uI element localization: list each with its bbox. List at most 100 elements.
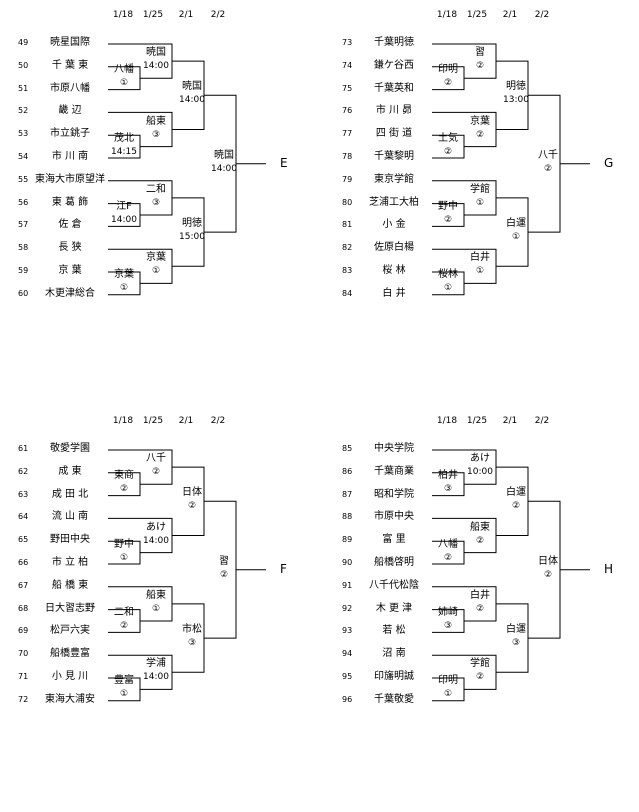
round-date: 2/1	[178, 416, 194, 426]
r3-winner: 白運	[506, 624, 526, 636]
r3-winner: 明徳	[506, 81, 526, 93]
seed-number: 83	[342, 266, 353, 275]
r2-winner: 船東	[470, 521, 490, 533]
bracket-lines	[432, 43, 590, 296]
team-name: 木更津総合	[45, 287, 95, 299]
r1-note: ①	[443, 283, 453, 294]
round-date: 2/2	[534, 10, 550, 20]
team-name: 千葉敬愛	[374, 693, 414, 705]
team-name: 八千代松陰	[369, 579, 419, 591]
r2-winner: 船東	[146, 115, 166, 127]
round-date: 1/18	[112, 416, 134, 426]
r1-winner: 東商	[114, 470, 134, 482]
r3-winner: 日体	[182, 487, 202, 499]
r1-winner: 野中	[114, 538, 134, 550]
team-name: 小 金	[382, 219, 406, 231]
r2-winner: 京葉	[470, 115, 490, 127]
r3-winner: 明徳	[182, 218, 202, 230]
r3-winner: 白運	[506, 487, 526, 499]
team-name: 野田中央	[50, 534, 90, 546]
r1-winner: 印明	[438, 675, 458, 687]
seed-number: 67	[18, 580, 29, 590]
r2-note: ②	[475, 672, 485, 683]
seed-number: 82	[342, 243, 353, 253]
r1-note: ②	[119, 484, 129, 495]
r2-note: ②	[475, 61, 485, 72]
round-date: 2/2	[210, 10, 226, 20]
seed-number: 93	[342, 626, 353, 636]
r1-note: ②	[119, 621, 129, 631]
seed-number: 64	[18, 512, 29, 522]
r3-note: ②	[511, 501, 521, 512]
seed-number: 90	[342, 558, 353, 567]
r2-note: ②	[475, 535, 485, 546]
r1-winner: 八幡	[114, 64, 134, 76]
r1-note: ①	[119, 689, 129, 700]
final-winner: 習	[219, 555, 229, 567]
team-name: 長 狭	[58, 242, 82, 254]
block-letter: G	[604, 155, 614, 170]
seed-number: 68	[18, 603, 29, 613]
r1-winner: 土気	[438, 132, 458, 144]
seed-number: 51	[18, 83, 29, 93]
team-name: 敬愛学園	[50, 443, 90, 454]
round-date: 1/25	[466, 10, 488, 20]
r2-note: ①	[151, 603, 161, 614]
r1-note: 14:00	[111, 215, 137, 225]
r3-note: ③	[187, 638, 197, 649]
seed-number: 60	[18, 288, 29, 298]
final-note: ②	[219, 569, 229, 580]
seed-number: 75	[342, 83, 353, 93]
team-name: 船橋豊富	[50, 648, 90, 660]
team-name: 暁星国際	[50, 37, 90, 48]
r3-note: 14:00	[179, 95, 205, 106]
bracket-lines	[108, 43, 266, 296]
r2-winner: 京葉	[146, 252, 166, 264]
team-name: 市立銚子	[50, 128, 90, 140]
r2-note: ③	[151, 129, 161, 140]
r2-winner: 二和	[146, 183, 166, 195]
final-winner: 暁国	[214, 149, 234, 161]
seed-number: 96	[342, 694, 353, 704]
seed-number: 50	[18, 60, 29, 70]
seed-number: 77	[342, 129, 353, 139]
seed-number: 61	[18, 444, 29, 453]
r2-note: ①	[475, 197, 485, 208]
round-date: 2/1	[178, 10, 194, 20]
team-name: 四 街 道	[375, 128, 413, 140]
seed-number: 59	[18, 266, 29, 275]
seed-number: 73	[342, 38, 353, 47]
r3-note: ③	[511, 638, 521, 649]
r2-note: ②	[475, 129, 485, 140]
team-name: 千葉商業	[374, 465, 414, 477]
r1-winner: 印明	[438, 64, 458, 76]
r2-winner: 白井	[470, 252, 490, 264]
r2-note: 10:00	[467, 467, 493, 478]
r1-note: ②	[443, 215, 453, 225]
round-date: 1/18	[436, 416, 458, 426]
seed-number: 58	[18, 243, 29, 253]
team-name: 船 橋 東	[51, 579, 89, 591]
seed-number: 71	[18, 672, 29, 681]
r2-note: 14:00	[143, 535, 169, 546]
r3-winner: 暁国	[182, 81, 202, 93]
r1-winner: 姉崎	[438, 607, 458, 618]
seed-number: 70	[18, 649, 29, 659]
team-name: 松戸六実	[50, 625, 90, 637]
bracket-lines	[432, 449, 590, 702]
r1-winner: 八幡	[438, 538, 458, 550]
r1-note: ②	[443, 78, 453, 89]
team-name: 市原八幡	[50, 82, 90, 94]
r2-winner: 船東	[146, 589, 166, 601]
r2-note: 14:00	[143, 672, 169, 683]
seed-number: 84	[342, 288, 353, 298]
final-note: ②	[543, 163, 553, 174]
team-name: 千葉明徳	[374, 37, 414, 48]
r2-note: ②	[475, 603, 485, 614]
r2-winner: 学館	[470, 183, 490, 195]
round-date: 1/25	[142, 10, 164, 20]
r1-note: ①	[443, 689, 453, 700]
seed-number: 65	[18, 535, 29, 545]
